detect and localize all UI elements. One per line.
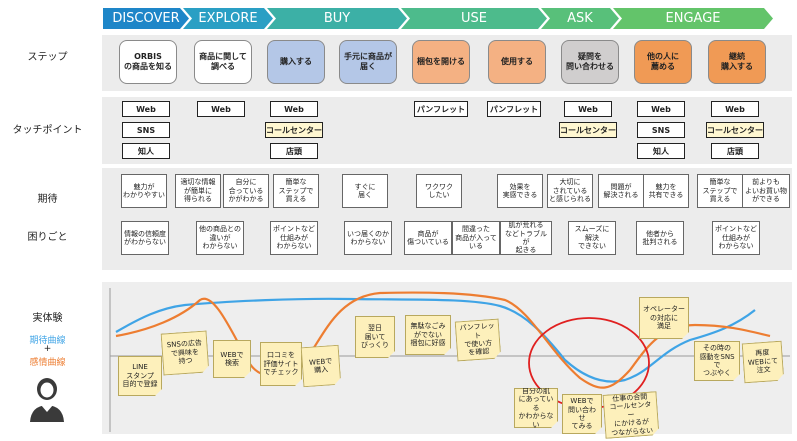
touchpoint: パンフレット: [487, 101, 541, 117]
touchpoint: Web: [122, 101, 170, 117]
expectation-note: すぐに 届く: [342, 174, 388, 208]
row-label-experience: 実体験: [32, 313, 63, 324]
phase-label: EXPLORE: [198, 11, 258, 26]
pain-note: 間違った 商品が入って いる: [452, 221, 500, 255]
expectation-note: ワクワク したい: [416, 174, 462, 208]
phase-explore: EXPLORE: [183, 8, 273, 29]
expectation-note: 簡単な ステップで 買える: [697, 174, 743, 208]
touchpoint: Web: [637, 101, 685, 117]
row-label-touchpoints: タッチポイント: [12, 125, 83, 136]
step-box: 商品に関して 調べる: [194, 40, 252, 84]
phase-discover: DISCOVER: [103, 8, 189, 29]
touchpoint: 店頭: [270, 143, 318, 159]
phase-use: USE: [401, 8, 547, 29]
touchpoint: SNS: [637, 122, 685, 138]
pain-note: 商品が 傷ついている: [404, 221, 452, 255]
phase-label: ENGAGE: [665, 11, 721, 26]
expectation-note: 効果を 実感できる: [497, 174, 543, 208]
experience-sticky: 自分の肌 にあっている かわからない: [514, 388, 558, 428]
expectation-note: 簡単な ステップで 買える: [273, 174, 319, 208]
row-label-steps: ステップ: [27, 52, 68, 63]
step-box: 継続 購入する: [708, 40, 766, 84]
expectation-note: 前よりも よいお買い物 ができる: [742, 174, 790, 208]
touchpoint: コールセンター: [265, 122, 323, 138]
pain-note: 肌が荒れる などトラブルが 起きる: [500, 221, 552, 255]
touchpoint: 知人: [637, 143, 685, 159]
phase-label: USE: [461, 11, 487, 26]
expectation-note: 適切な情報 が簡単に 得られる: [175, 174, 221, 208]
experience-sticky: WEBで 購入: [301, 345, 342, 388]
experience-sticky: 無駄なごみ がでない 梱包に好感: [405, 315, 451, 355]
touchpoint: SNS: [122, 122, 170, 138]
emotion-curve: [115, 291, 771, 389]
phase-label: BUY: [323, 11, 351, 26]
experience-sticky: WEBで 問い合わせ てみる: [562, 394, 602, 434]
experience-sticky: オペレーター の対応に 満足: [639, 297, 689, 339]
phase-engage: ENGAGE: [613, 8, 773, 29]
step-box: 購入する: [267, 40, 325, 84]
experience-sticky: 翌日 届いて びっくり: [355, 316, 395, 358]
step-box: 梱包を開ける: [412, 40, 470, 84]
experience-sticky: 口コミを 評価サイト でチェック: [260, 342, 302, 386]
touchpoint: コールセンター: [706, 122, 764, 138]
experience-sticky: 再度 WEBにて 注文: [742, 341, 785, 384]
legend-plus: +: [43, 344, 52, 354]
pain-note: いつ届くのか わからない: [344, 221, 392, 255]
experience-sticky: SNSの広告 で興味を 持つ: [161, 330, 210, 375]
step-box: 疑問を 問い合わせる: [561, 40, 619, 84]
experience-sticky: WEBで 検索: [213, 340, 251, 378]
touchpoint: 知人: [122, 143, 170, 159]
expectation-note: 問題が 解決される: [598, 174, 644, 208]
phase-label: DISCOVER: [112, 11, 180, 26]
person-icon: [30, 378, 64, 422]
expectation-note: 魅力を 共有できる: [643, 174, 689, 208]
expectation-note: 大切に されている と感じられる: [547, 174, 593, 208]
pain-note: ポイントなど 仕組みが わからない: [270, 221, 318, 255]
step-box: 使用する: [488, 40, 546, 84]
step-box: 他の人に 薦める: [634, 40, 692, 84]
pain-note: 他者から 批判される: [636, 221, 684, 255]
touchpoint: Web: [270, 101, 318, 117]
experience-sticky: LINE スタンプ 目的で登録: [118, 356, 162, 396]
row-label-pains: 困りごと: [27, 232, 68, 243]
expectation-note: 魅力が わかりやすい: [121, 174, 167, 208]
legend-emotion-curve: 感情曲線: [29, 358, 66, 368]
pain-note: スムーズに 解決 できない: [568, 221, 616, 255]
experience-sticky: 仕事の合間 コールセンター にかけるが つながらない: [603, 391, 660, 439]
pain-note: 情報の信頼度 がわからない: [121, 221, 169, 255]
touchpoint: 店頭: [711, 143, 759, 159]
legend-expect-curve: 期待曲線: [29, 336, 66, 346]
experience-sticky: その時の 感動をSNSで つぶやく: [694, 341, 740, 381]
pain-note: 他の商品との 違いが わからない: [196, 221, 244, 255]
touchpoint: コールセンター: [559, 122, 617, 138]
expectation-note: 自分に 合っている かがわかる: [223, 174, 269, 208]
touchpoint: Web: [564, 101, 612, 117]
phase-buy: BUY: [267, 8, 407, 29]
experience-sticky: パンフレット で使い方 を確認: [455, 319, 502, 362]
step-box: ORBIS の商品を知る: [119, 40, 177, 84]
pain-note: ポイントなど 仕組みが わからない: [712, 221, 760, 255]
row-label-expectations: 期待: [37, 194, 58, 205]
step-box: 手元に商品が 届く: [339, 40, 397, 84]
touchpoint: パンフレット: [414, 101, 468, 117]
phase-ask: ASK: [541, 8, 619, 29]
phase-label: ASK: [567, 11, 593, 26]
touchpoint: Web: [197, 101, 245, 117]
touchpoint: Web: [711, 101, 759, 117]
